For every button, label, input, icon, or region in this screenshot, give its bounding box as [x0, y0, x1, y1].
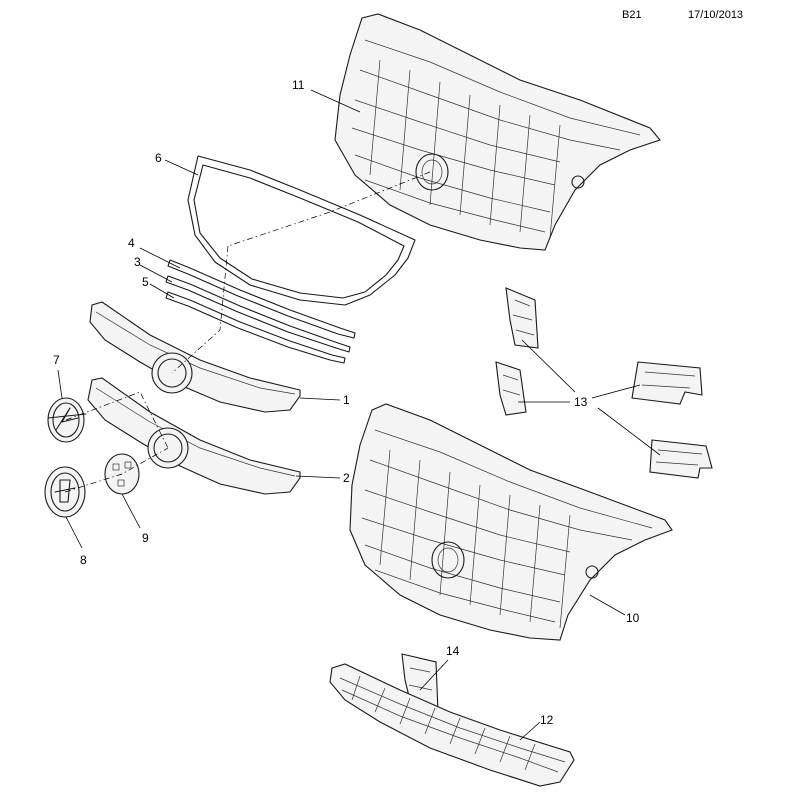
part-6-surround-moulding[interactable]	[187, 155, 416, 306]
callout-11: 11	[292, 78, 305, 92]
part-3-trim-strip[interactable]	[165, 275, 351, 353]
part-13-bracket-d[interactable]	[649, 439, 713, 479]
callout-1: 1	[343, 393, 350, 407]
assembly-lines	[64, 171, 431, 493]
callout-2: 2	[343, 471, 350, 485]
part-13-bracket-a[interactable]	[505, 287, 539, 349]
part-10-grille-frame-lower[interactable]	[349, 403, 673, 641]
callout-14: 14	[446, 644, 460, 658]
part-12-lower-grille[interactable]	[329, 663, 575, 787]
callout-13: 13	[574, 395, 588, 409]
callout-4: 4	[128, 236, 135, 250]
part-4-trim-strip[interactable]	[167, 259, 356, 339]
part-13-bracket-c[interactable]	[631, 361, 703, 405]
callout-7: 7	[53, 353, 60, 367]
diagram-code: B21	[622, 9, 642, 21]
part-11-grille-frame-upper[interactable]	[334, 13, 661, 251]
leader-lines	[57, 89, 661, 741]
callout-8: 8	[80, 553, 87, 567]
diagram-date: 17/10/2013	[688, 9, 744, 21]
callout-3: 3	[134, 255, 141, 269]
part-13-bracket-b[interactable]	[495, 361, 527, 416]
part-5-trim-strip[interactable]	[165, 291, 346, 364]
callouts: 11 6 4 3 5 7 1 2 8 9 13 10 14 12	[53, 78, 640, 727]
callout-9: 9	[142, 531, 149, 545]
callout-10: 10	[626, 611, 640, 625]
part-7-emblem[interactable]	[47, 397, 87, 443]
callout-5: 5	[142, 275, 149, 289]
callout-6: 6	[155, 151, 162, 165]
callout-12: 12	[540, 713, 554, 727]
